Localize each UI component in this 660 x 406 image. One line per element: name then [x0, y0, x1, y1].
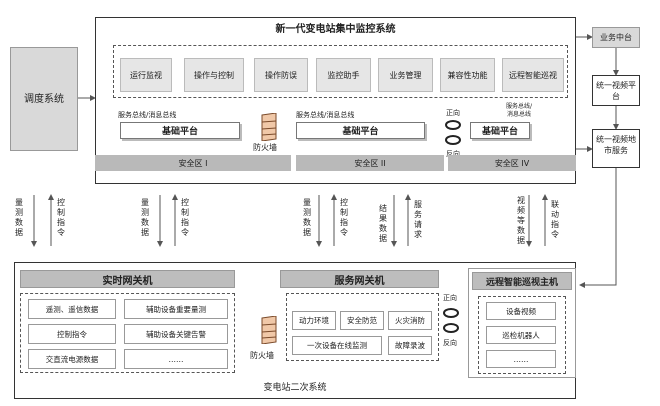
- security-zone-4: 安全区 IV: [448, 155, 576, 171]
- label-measurement-2: 量测数据: [141, 198, 149, 237]
- service-item-security: 安全防范: [340, 311, 384, 330]
- realtime-gateway-area: [20, 293, 235, 373]
- label-measurement-3: 量测数据: [303, 198, 311, 237]
- realtime-item-more: ……: [124, 349, 228, 369]
- base-platform-zone2: 基础平台: [296, 122, 425, 139]
- service-item-fault-record: 故障录波: [388, 336, 432, 355]
- realtime-item-aux-measure: 辅助设备重要量测: [124, 299, 228, 319]
- function-remote-inspection[interactable]: 远程智能巡视: [502, 58, 564, 92]
- reverse-label-top: 反向: [446, 150, 460, 158]
- video-platform-box: 统一视频平台: [592, 75, 640, 106]
- firewall-icon-bottom: [258, 316, 280, 344]
- label-control-2: 控制指令: [181, 198, 189, 237]
- inspection-host-area: [478, 296, 566, 374]
- realtime-item-control: 控制指令: [28, 324, 116, 344]
- realtime-item-aux-alarm: 辅助设备关键告警: [124, 324, 228, 344]
- realtime-item-telemetry: 遥测、遥信数据: [28, 299, 116, 319]
- label-measurement-1: 量测数据: [15, 198, 23, 237]
- inspection-item-more: ……: [486, 350, 556, 368]
- forward-label-top: 正向: [446, 109, 460, 117]
- base-platform-zone4: 基础平台: [470, 122, 530, 139]
- realtime-gateway-header: 实时网关机: [20, 270, 235, 288]
- label-service-request: 服务请求: [414, 200, 422, 239]
- business-center-label: 业务中台: [600, 33, 632, 42]
- isolation-device-icon-bottom: [442, 306, 460, 336]
- inspection-item-video: 设备视频: [486, 302, 556, 320]
- security-zone-2: 安全区 II: [296, 155, 444, 171]
- inspection-item-robot: 巡检机器人: [486, 326, 556, 344]
- realtime-item-power: 交直流电源数据: [28, 349, 116, 369]
- substation-secondary-title: 变电站二次系统: [263, 383, 327, 393]
- function-compatibility[interactable]: 兼容性功能: [440, 58, 495, 92]
- central-monitoring-title: 新一代变电站集中监控系统: [275, 24, 396, 35]
- function-run-monitor[interactable]: 运行监视: [120, 58, 172, 92]
- reverse-label-bottom: 反向: [443, 339, 457, 347]
- inspection-host-header: 远程智能巡视主机: [472, 272, 572, 290]
- service-item-online-monitor: 一次设备在线监测: [292, 336, 382, 355]
- bus-label-zone1: 服务总线/消息总线: [118, 111, 177, 119]
- forward-label-bottom: 正向: [443, 294, 457, 302]
- firewall-label-bottom: 防火墙: [250, 351, 274, 360]
- service-gateway-header: 服务网关机: [280, 270, 439, 288]
- isolation-device-icon: [444, 118, 462, 148]
- service-item-fire: 火灾消防: [388, 311, 432, 330]
- dispatch-system-label: 调度系统: [24, 94, 64, 105]
- video-local-service-label: 统一视频地市服务: [596, 135, 636, 155]
- function-business-mgmt[interactable]: 业务管理: [378, 58, 433, 92]
- security-zone-1: 安全区 I: [95, 155, 291, 171]
- function-anti-misoperation[interactable]: 操作防误: [254, 58, 308, 92]
- bus-label-zone4: 服务总线/消息总线: [505, 103, 533, 118]
- base-platform-zone1: 基础平台: [120, 122, 240, 139]
- functions-area: [113, 45, 568, 98]
- bus-label-zone2: 服务总线/消息总线: [296, 111, 355, 119]
- service-item-power-env: 动力环境: [292, 311, 336, 330]
- label-video-data: 视频等数据: [517, 196, 525, 245]
- label-result-data: 结果数据: [379, 204, 387, 243]
- video-local-service-box: 统一视频地市服务: [592, 129, 640, 168]
- dispatch-system-box: 调度系统: [10, 47, 78, 151]
- function-operate-control[interactable]: 操作与控制: [184, 58, 244, 92]
- firewall-icon: [258, 113, 280, 141]
- label-control-1: 控制指令: [57, 198, 65, 237]
- function-monitor-assistant[interactable]: 监控助手: [316, 58, 371, 92]
- video-platform-label: 统一视频平台: [596, 81, 636, 101]
- label-linkage-command: 联动指令: [551, 200, 559, 239]
- firewall-label-top: 防火墙: [253, 143, 277, 152]
- service-gateway-area: [286, 293, 439, 361]
- label-control-3: 控制指令: [340, 198, 348, 237]
- business-center-box: 业务中台: [592, 27, 640, 48]
